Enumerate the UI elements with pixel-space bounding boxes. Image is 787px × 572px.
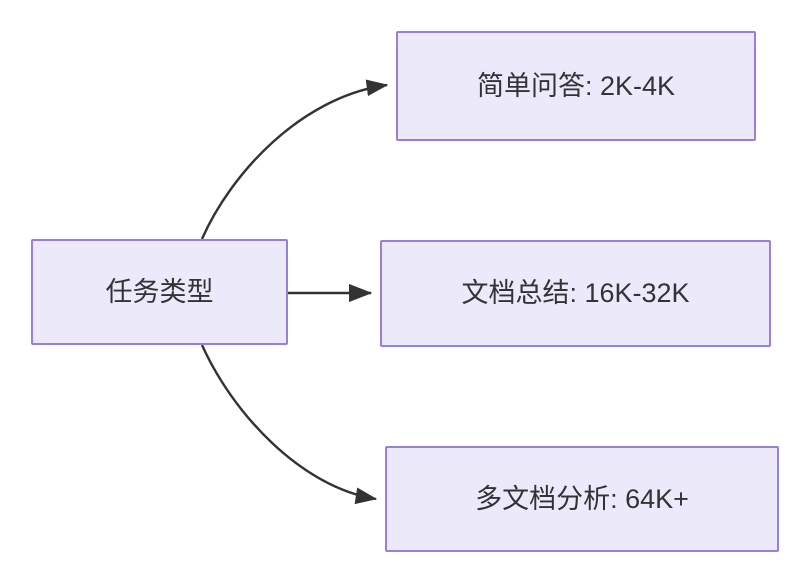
edge-source-to-multi-doc — [200, 344, 378, 505]
node-doc-summary[interactable]: 文档总结: 16K-32K — [380, 240, 771, 347]
node-task-type[interactable]: 任务类型 — [31, 239, 288, 345]
node-simple-qa-label: 简单问答: 2K-4K — [476, 70, 676, 101]
node-task-type-label: 任务类型 — [105, 276, 214, 307]
node-multi-doc[interactable]: 多文档分析: 64K+ — [385, 446, 779, 552]
edge-source-to-simple-qa — [200, 79, 389, 240]
node-simple-qa[interactable]: 简单问答: 2K-4K — [396, 31, 756, 141]
node-doc-summary-label: 文档总结: 16K-32K — [461, 278, 690, 309]
node-multi-doc-label: 多文档分析: 64K+ — [475, 483, 689, 514]
